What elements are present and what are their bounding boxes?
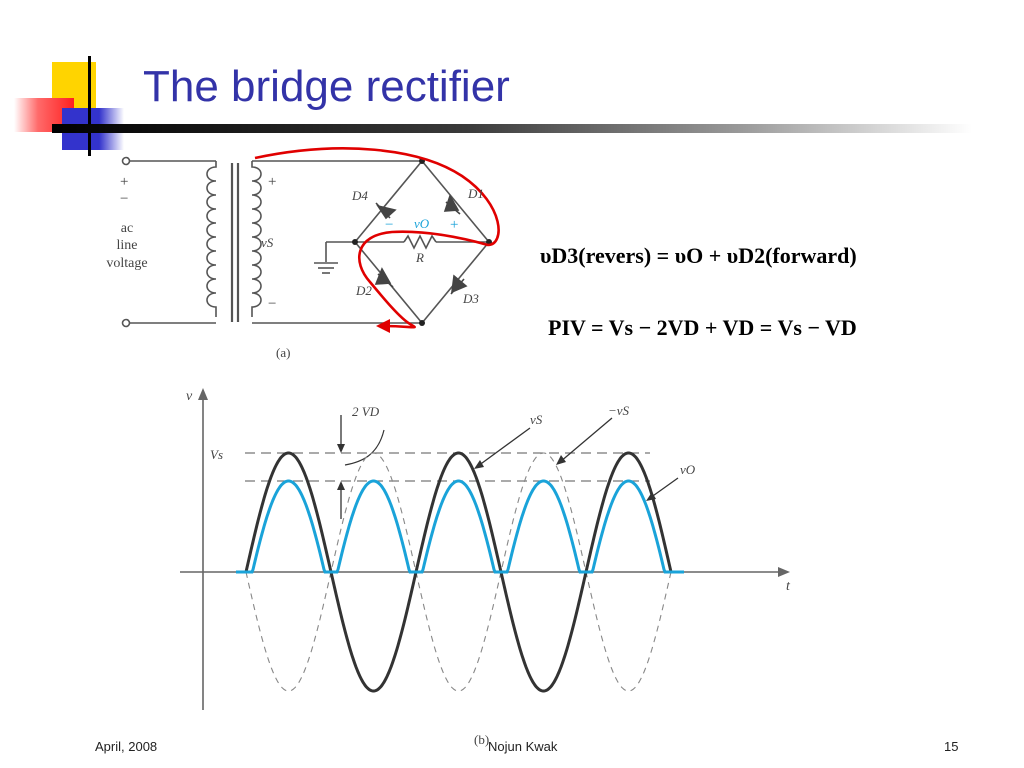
minus-secondary: − (268, 296, 276, 312)
footer-date: April, 2008 (95, 739, 158, 754)
caption-a: (a) (276, 345, 290, 360)
deco-vertical-line (88, 56, 91, 156)
vo-plus: + (450, 217, 458, 233)
equation-1: υD3(revers) = υO + υD2(forward) (540, 243, 857, 268)
slide-title: The bridge rectifier (143, 62, 510, 111)
title-rule (52, 124, 972, 133)
equation-reverse-voltage: υD3(revers) = υO + υD2(forward) (540, 243, 857, 269)
current-path-highlight (254, 147, 500, 329)
plus-secondary: + (268, 174, 276, 190)
vo-minus: − (385, 217, 393, 233)
d2-label: D2 (355, 283, 372, 298)
vs-label: vS (261, 235, 274, 250)
plus-left: + (120, 174, 128, 190)
ac-label: ac (121, 221, 133, 236)
equation-piv: PIV = Vs − 2VD + VD = Vs − VD (548, 315, 857, 341)
current-arrowhead (376, 319, 390, 333)
vo-label: vO (414, 216, 430, 231)
footer-author: Nojun Kwak (488, 739, 558, 754)
minus-left: − (120, 191, 128, 207)
d3-label: D3 (462, 291, 479, 306)
d4-label: D4 (351, 188, 368, 203)
equation-2: PIV = Vs − 2VD + VD = Vs − VD (548, 315, 857, 340)
r-label: R (415, 250, 424, 265)
footer-page-number: 15 (944, 739, 959, 754)
d1-label: D1 (467, 186, 484, 201)
line-label: line (117, 238, 138, 253)
voltage-label: voltage (106, 256, 147, 271)
